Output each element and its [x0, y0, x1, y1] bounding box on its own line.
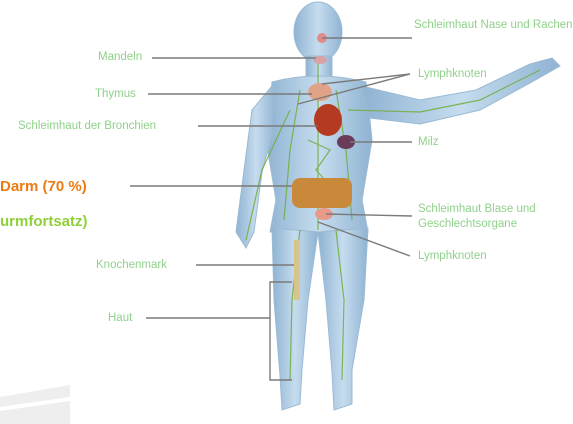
label-schleimhaut-nase: Schleimhaut Nase und Rachen: [414, 18, 573, 33]
intestine-organ: [292, 178, 352, 208]
bone-marrow-organ: [294, 240, 300, 300]
label-darm: Darm (70 %): [0, 177, 87, 197]
label-mandeln: Mandeln: [98, 50, 142, 65]
label-lymphknoten-top: Lymphknoten: [418, 67, 487, 82]
label-knochenmark: Knochenmark: [96, 258, 167, 273]
corner-decoration: [0, 383, 70, 424]
heart-organ: [314, 104, 342, 136]
label-blase: Schleimhaut Blase und Geschlechtsorgane: [418, 202, 573, 232]
tonsils-organ: [313, 56, 327, 64]
label-bronchien: Schleimhaut der Bronchien: [18, 119, 156, 134]
label-wurmfortsatz: urmfortsatz): [0, 212, 88, 232]
head-shape: [294, 2, 342, 62]
label-milz: Milz: [418, 135, 438, 150]
label-thymus: Thymus: [95, 87, 136, 102]
label-haut: Haut: [108, 311, 132, 326]
label-lymphknoten-bottom: Lymphknoten: [418, 249, 487, 264]
